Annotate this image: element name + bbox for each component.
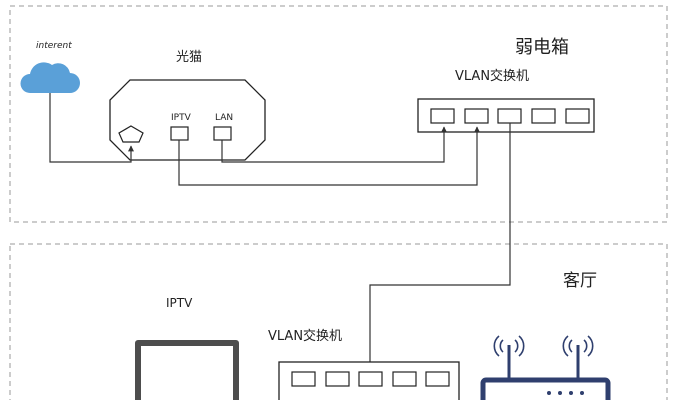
internet-label: interent — [36, 41, 72, 51]
switch-top-port — [497, 108, 522, 124]
switch-bottom-port — [358, 371, 383, 387]
cloud-to-modem-line — [49, 93, 134, 163]
switch-bottom-port — [425, 371, 450, 387]
living-room-zone — [9, 243, 668, 400]
switch-bottom-port — [392, 371, 417, 387]
switch-top-port — [430, 108, 455, 124]
weak-box-title: 弱电箱 — [515, 37, 569, 58]
switch-bottom-label: VLAN交换机 — [268, 329, 343, 344]
switch-top-port — [464, 108, 489, 124]
iptv-to-switch-line — [178, 126, 480, 186]
switch-to-switch-line — [367, 123, 511, 369]
switch-top-port — [565, 108, 590, 124]
switch-bottom-port — [291, 371, 316, 387]
monitor-icon — [135, 340, 239, 400]
lan-port-label: LAN — [215, 113, 234, 123]
lan-port — [213, 126, 232, 141]
wifi-router-icon — [480, 335, 611, 400]
weak-box-zone — [9, 5, 668, 223]
switch-top-ports — [430, 108, 590, 124]
iptv-port-label: IPTV — [171, 113, 191, 123]
tv-label: IPTV — [166, 296, 193, 310]
iptv-port — [170, 126, 189, 141]
switch-bottom-port — [325, 371, 350, 387]
lan-to-switch-line — [221, 126, 447, 163]
switch-top-port — [531, 108, 556, 124]
wan-port-icon — [118, 125, 144, 143]
cloud-icon — [20, 62, 81, 93]
switch-top-label: VLAN交换机 — [455, 69, 530, 84]
switch-bottom-ports — [291, 371, 450, 387]
optical-modem-label: 光猫 — [176, 50, 203, 65]
living-room-title: 客厅 — [563, 271, 597, 291]
